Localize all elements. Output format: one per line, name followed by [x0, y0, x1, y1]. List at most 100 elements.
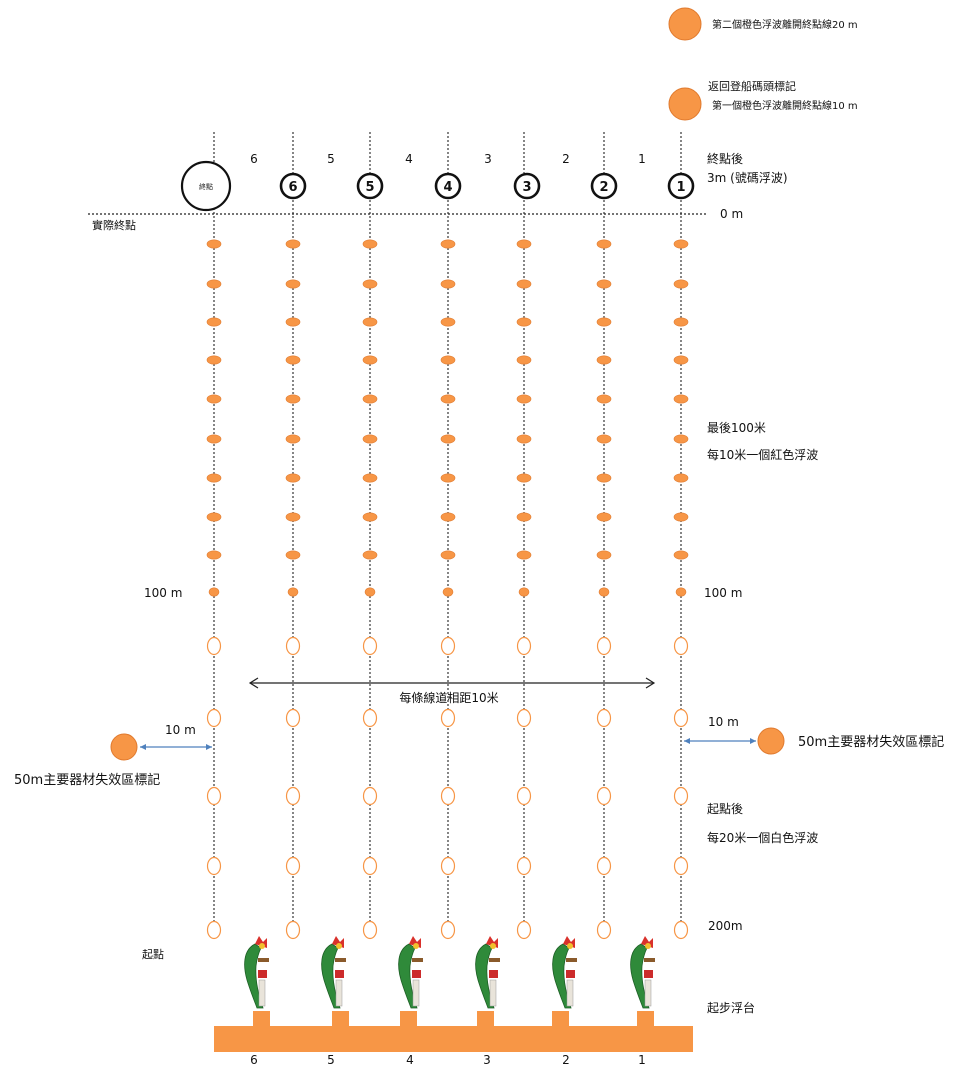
red-buoy: [285, 317, 301, 327]
red-buoy: [596, 394, 612, 404]
return-marker-label: 返回登船碼頭標記: [708, 79, 796, 93]
white-buoy: [362, 920, 378, 940]
red-buoy: [440, 355, 456, 365]
pontoon-berth: [332, 1011, 349, 1028]
white-buoy: [285, 856, 301, 876]
lane-top-label: 5: [327, 152, 335, 166]
start-pontoon: [214, 1026, 693, 1052]
red-buoy: [673, 355, 689, 365]
red-buoy: [362, 394, 378, 404]
failure-zone-left-label: 50m主要器材失效區標記: [14, 772, 160, 788]
first-orange-buoy: [668, 87, 702, 121]
red-buoy: [362, 279, 378, 289]
red-buoy: [206, 279, 222, 289]
red-buoy: [440, 317, 456, 327]
dragon-head-icon: [475, 936, 500, 1009]
red-buoy: [206, 355, 222, 365]
red-buoy: [285, 394, 301, 404]
dragon-head-icon: [398, 936, 423, 1009]
red-buoy: [675, 587, 687, 597]
start-pontoon-label: 起步浮台: [707, 1000, 755, 1015]
lane-top-label: 3: [484, 152, 492, 166]
dragon-head-icon: [630, 936, 655, 1009]
white-buoy: [516, 708, 532, 728]
lane-bottom-label: 6: [250, 1053, 258, 1066]
first-orange-buoy-label: 第一個橙色浮波離開終點線10 m: [712, 99, 858, 112]
red-buoy: [285, 473, 301, 483]
pontoon-berth: [477, 1011, 494, 1028]
white-buoy: [206, 786, 222, 806]
lane-top-label: 6: [250, 152, 258, 166]
ten-m-right-label: 10 m: [708, 715, 739, 729]
red-buoy: [285, 550, 301, 560]
white-buoy: [440, 786, 456, 806]
lane-number-badge-text: 1: [676, 180, 685, 195]
red-buoy: [518, 587, 530, 597]
lane-top-label: 4: [405, 152, 413, 166]
pontoon-berth: [637, 1011, 654, 1028]
white-buoy: [285, 636, 301, 656]
red-buoy: [673, 317, 689, 327]
red-buoy: [673, 512, 689, 522]
pontoon-berth: [552, 1011, 569, 1028]
after-finish-sublabel: 3m (號碼浮波): [707, 171, 788, 185]
failure-zone-arrowhead-left-b: [206, 744, 212, 750]
red-buoy: [440, 434, 456, 444]
second-orange-buoy-label: 第二個橙色浮波離開終點線20 m: [712, 18, 858, 31]
red-buoy: [285, 355, 301, 365]
second-orange-buoy: [668, 7, 702, 41]
red-buoy: [440, 239, 456, 249]
red-buoy: [673, 239, 689, 249]
red-buoy: [362, 239, 378, 249]
red-buoy: [596, 355, 612, 365]
red-buoy: [440, 550, 456, 560]
white-buoy: [440, 856, 456, 876]
red-buoy: [287, 587, 299, 597]
red-buoy: [285, 512, 301, 522]
red-buoy: [364, 587, 376, 597]
lane-number-badge: [356, 172, 384, 200]
m100-right-label: 100 m: [704, 586, 742, 600]
red-buoy: [673, 434, 689, 444]
white-buoy: [516, 920, 532, 940]
red-buoy: [516, 512, 532, 522]
red-buoy: [516, 434, 532, 444]
failure-zone-right-label: 50m主要器材失效區標記: [798, 734, 944, 750]
red-buoy: [206, 434, 222, 444]
red-buoy: [208, 587, 220, 597]
red-buoy: [598, 587, 610, 597]
lane-bottom-label: 2: [562, 1053, 570, 1066]
red-buoy: [673, 473, 689, 483]
lane-number-badge: [434, 172, 462, 200]
lane-number-badge: [590, 172, 618, 200]
failure-zone-arrowhead-right-b: [750, 738, 756, 744]
start-label: 起點: [142, 948, 164, 961]
white-buoy: [285, 708, 301, 728]
last-100-sublabel: 每10米一個紅色浮波: [707, 447, 818, 462]
pontoon-berth: [253, 1011, 270, 1028]
failure-zone-buoy-right: [757, 727, 785, 755]
red-buoy: [516, 317, 532, 327]
white-buoy: [362, 856, 378, 876]
white-buoy: [440, 636, 456, 656]
lane-number-badge-text: 2: [599, 180, 608, 195]
red-buoy: [596, 239, 612, 249]
lane-spacing-arrowhead-left: [248, 677, 259, 689]
red-buoy: [440, 279, 456, 289]
red-buoy: [206, 317, 222, 327]
lane-bottom-label: 1: [638, 1053, 646, 1066]
red-buoy: [516, 355, 532, 365]
white-buoy: [362, 786, 378, 806]
white-buoy: [673, 636, 689, 656]
red-buoy: [362, 434, 378, 444]
red-buoy: [516, 550, 532, 560]
white-buoy: [440, 708, 456, 728]
red-buoy: [440, 473, 456, 483]
red-buoy: [285, 434, 301, 444]
red-buoy: [596, 512, 612, 522]
lane-spacing-label: 每條線道相距10米: [399, 690, 498, 705]
red-buoy: [442, 587, 454, 597]
dragon-head-icon: [552, 936, 577, 1009]
white-buoy: [206, 708, 222, 728]
lane-number-badge: [667, 172, 695, 200]
